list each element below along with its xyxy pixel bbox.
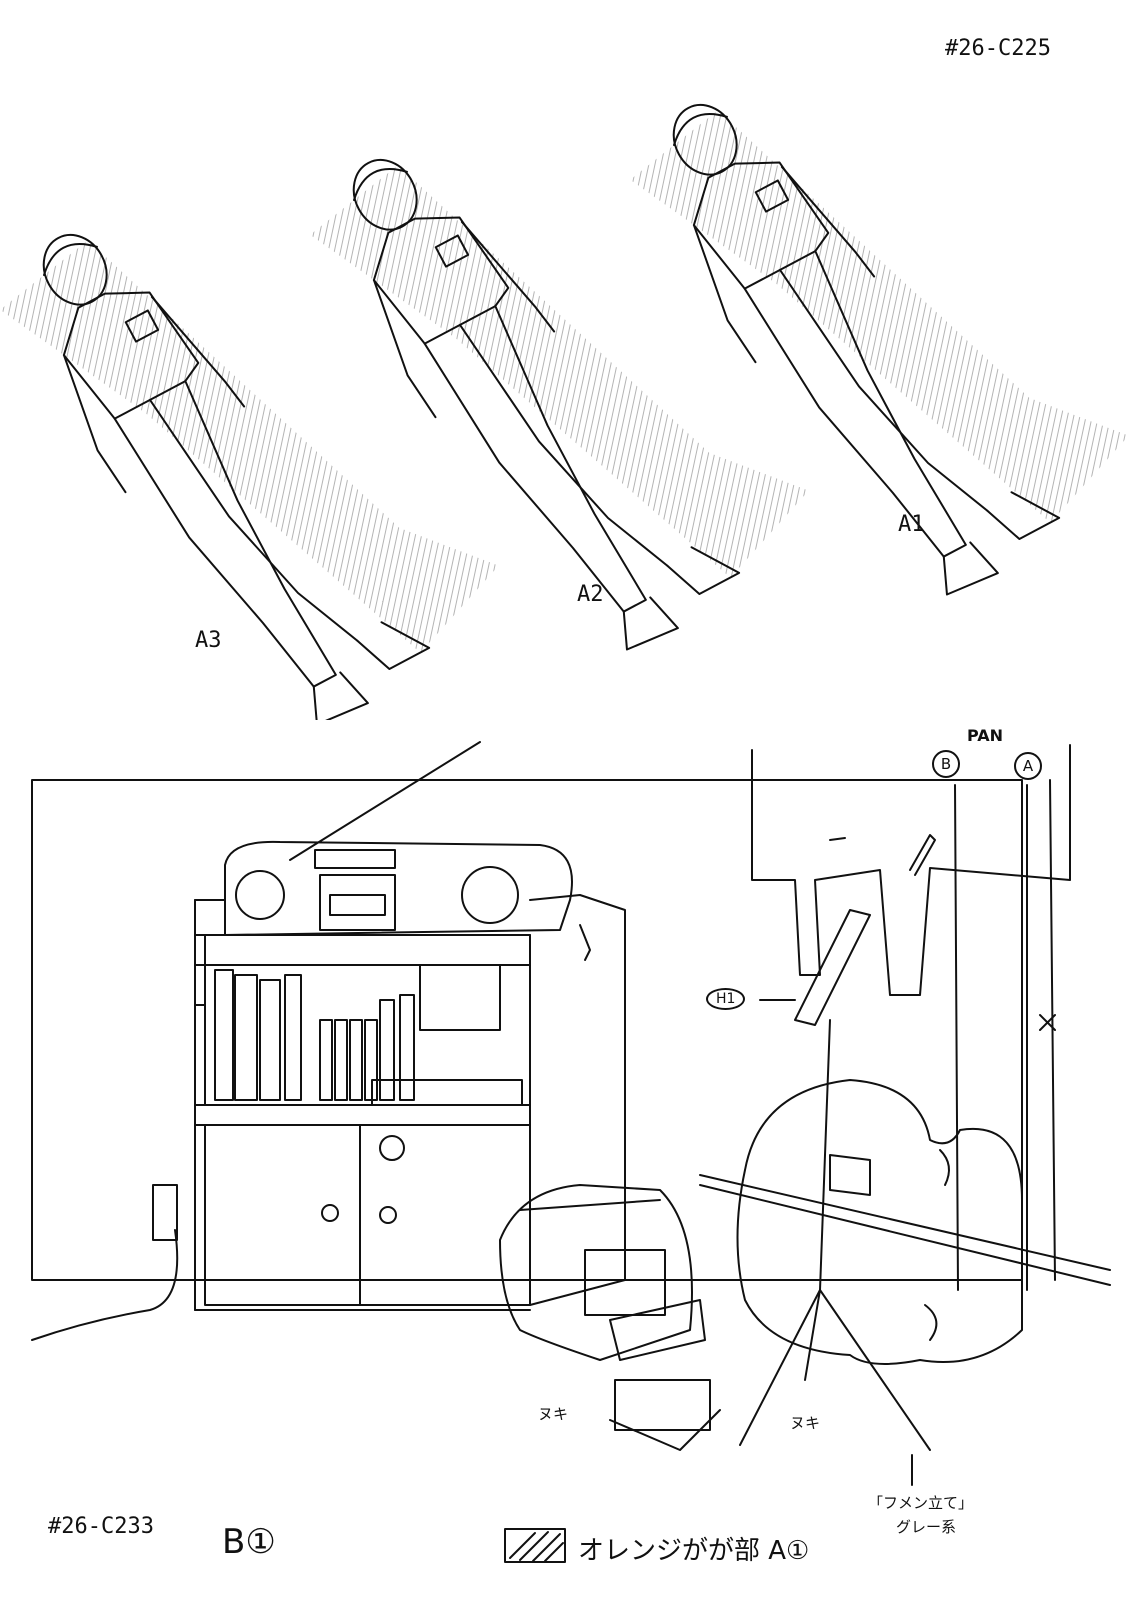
pan-marker-b: B bbox=[932, 750, 960, 778]
pose-label-a3: A3 bbox=[195, 628, 222, 653]
bg-code: B① bbox=[222, 1522, 276, 1562]
layout-frame bbox=[31, 779, 1023, 1281]
cello-drawing bbox=[699, 1079, 1111, 1365]
stand-note-2: グレー系 bbox=[896, 1518, 957, 1536]
wall-outlet-drawing bbox=[31, 1184, 179, 1341]
hanging-legs-drawing bbox=[751, 744, 1071, 1281]
note-nuki-left: ヌキ bbox=[538, 1405, 569, 1423]
radio-cassette-drawing bbox=[224, 840, 573, 936]
cut-id-bottom: #26-C233 bbox=[48, 1514, 154, 1539]
figure-a2 bbox=[310, 159, 809, 651]
stand-note-1: 「フメン立て」 bbox=[868, 1494, 974, 1512]
music-stand-drawing bbox=[739, 834, 936, 1451]
legend-text: オレンジがが部 A① bbox=[578, 1536, 810, 1566]
pose-label-a2: A2 bbox=[577, 582, 604, 607]
figure-a3 bbox=[0, 234, 499, 720]
backpack-drawing bbox=[499, 1184, 721, 1451]
shelf-drawing bbox=[194, 894, 626, 1311]
figure-drawings bbox=[0, 104, 1129, 720]
figure-a1 bbox=[630, 104, 1129, 596]
h-marker: H1 bbox=[706, 988, 746, 1010]
legend-hatch-box bbox=[504, 1528, 566, 1563]
pose-label-a1: A1 bbox=[898, 512, 925, 537]
pan-marker-a: A bbox=[1014, 752, 1042, 780]
cut-id-top: #26-C225 bbox=[945, 36, 1051, 61]
note-nuki-right: ヌキ bbox=[790, 1414, 821, 1432]
pan-label: PAN bbox=[967, 726, 1004, 745]
